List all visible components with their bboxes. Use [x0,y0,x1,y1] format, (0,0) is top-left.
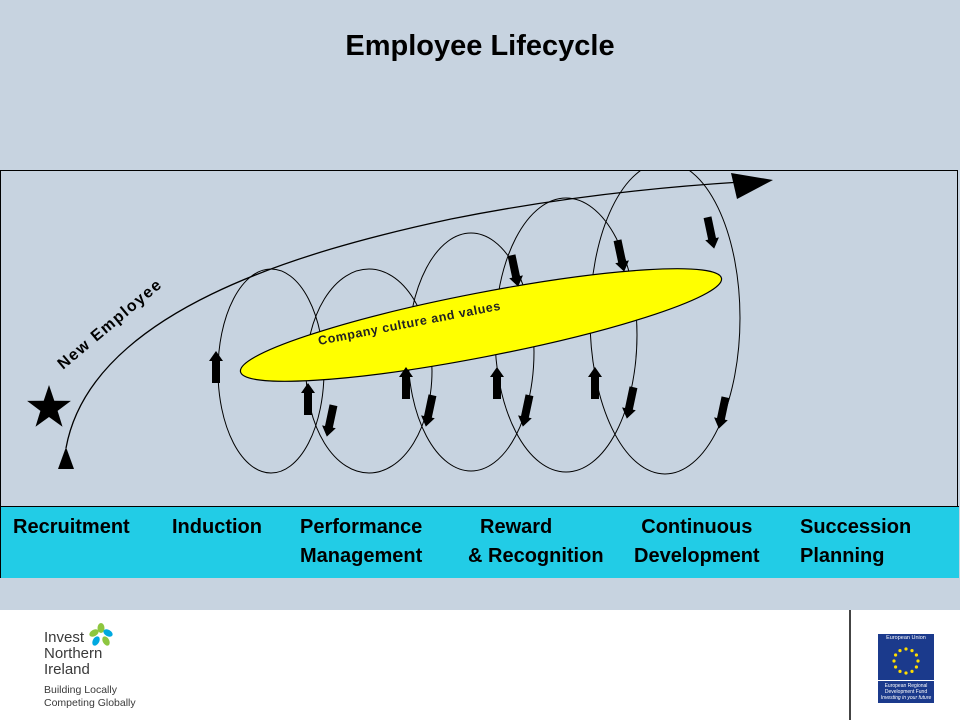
flower-icon [89,623,113,646]
stage-line1: Continuous [641,516,753,538]
stage-band: Recruitment Induction Performance Manage… [1,506,959,578]
stage-performance-management: Performance Management [300,513,422,571]
logo-tagline: Building Locally [44,684,117,696]
trajectory-arrowhead-icon [731,173,773,199]
down-arrow-icon [703,216,719,249]
logo-tagline: Competing Globally [44,697,136,709]
up-arrow-icon [209,351,223,383]
down-arrow-icon [714,396,730,429]
logo-text: Invest [44,629,85,646]
stage-line1: Succession [800,516,912,538]
eu-caption-line: European Regional [884,683,928,689]
stage-recruitment: Recruitment [13,513,130,542]
eu-caption: European Regional Development Fund Inves… [878,681,934,703]
down-arrow-icon [322,404,338,437]
up-arrow-icon [399,367,413,399]
eu-caption-line: Investing in your future [880,695,932,701]
entry-label: New Employee [55,276,166,373]
diagram-canvas: Company culture and values New Employee [27,171,773,475]
stage-reward-recognition: Reward & Recognition [468,513,604,571]
eu-logo: European Union European Regional Develop… [878,634,934,708]
stage-succession-planning: Succession Planning [800,513,911,571]
stage-continuous-development: Continuous Development [634,513,760,571]
eu-heading: European Union [878,634,934,642]
up-arrow-icon [588,367,602,399]
stage-line2: & Recognition [468,545,604,567]
stage-line1: Induction [172,516,262,538]
up-arrow-icon [301,383,315,415]
eu-caption-line: Development Fund [884,689,928,695]
footer-logo-strip: Invest Northern Ireland Building Locally… [0,610,960,720]
lifecycle-diagram: Company culture and values New Employee [0,170,959,578]
down-arrow-icon [507,254,523,287]
star-icon [27,385,71,427]
slide-area: Employee Lifecycle Company culture and v… [0,0,960,610]
eu-flag-icon [878,642,934,680]
invest-ni-logo: Invest Northern Ireland Building Locally… [44,622,164,712]
trajectory-curve [65,181,742,449]
down-arrow-icon [613,239,629,272]
start-triangle-icon [58,447,74,469]
down-arrow-icon [421,394,437,427]
stage-line1: Reward [480,516,553,538]
stage-line2: Planning [800,545,885,567]
stage-induction: Induction [172,513,262,542]
logo-text: Northern [44,645,103,662]
down-arrow-icon [518,394,534,427]
footer-divider [849,610,851,720]
slide-title: Employee Lifecycle [345,30,615,62]
stage-line2: Development [634,545,760,567]
stage-line2: Management [300,545,423,567]
logo-text: Ireland [44,661,90,678]
stage-line1: Performance [300,516,423,538]
down-arrow-icon [622,386,638,419]
stage-line1: Recruitment [13,516,130,538]
core-culture-ellipse [239,268,723,382]
up-arrow-icon [490,367,504,399]
